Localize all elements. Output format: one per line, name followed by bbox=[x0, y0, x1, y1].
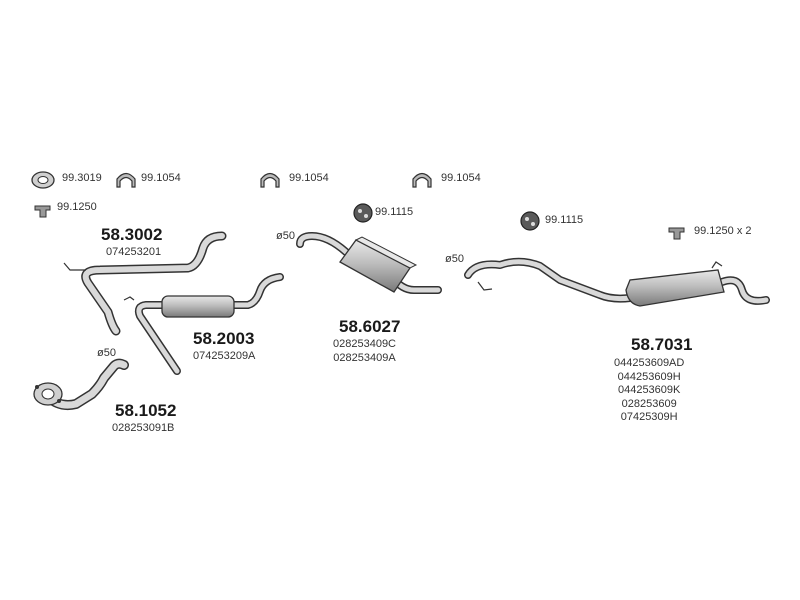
clamp-label: 99.1054 bbox=[141, 172, 181, 184]
hanger-label: 99.1250 bbox=[57, 201, 97, 213]
clamp-icon bbox=[412, 172, 432, 188]
rubber-mount-label: 99.1115 bbox=[375, 206, 414, 218]
oem-code: 074253209A bbox=[193, 350, 256, 362]
oem-code: 028253409A bbox=[333, 351, 396, 364]
diameter-label: ø50 bbox=[445, 253, 464, 265]
part-number: 58.7031 bbox=[631, 335, 693, 354]
diameter-label: ø50 bbox=[276, 230, 295, 242]
oem-code-list: 028253409C 028253409A bbox=[333, 338, 396, 365]
down-pipe-drawing bbox=[33, 358, 129, 411]
oem-code: 028253091B bbox=[112, 422, 175, 434]
part-number: 58.3002 bbox=[101, 225, 163, 244]
rear-silencer-drawing bbox=[464, 257, 770, 307]
middle-silencer-drawing bbox=[123, 273, 284, 375]
clamp-icon bbox=[260, 172, 280, 188]
oem-code: 044253609H bbox=[617, 370, 681, 383]
clamp-label: 99.1054 bbox=[441, 172, 481, 184]
oem-code: 028253409C bbox=[333, 338, 397, 350]
part-number: 58.2003 bbox=[193, 329, 255, 348]
rubber-mount-label: 99.1115 bbox=[545, 214, 584, 226]
oem-code: 044253609K bbox=[617, 384, 681, 396]
rubber-mount-icon bbox=[520, 211, 540, 231]
oem-code: 07425309H bbox=[620, 411, 678, 423]
part-number: 58.6027 bbox=[339, 317, 401, 336]
oem-code-list: 044253609AD 044253609H 044253609K 028253… bbox=[614, 357, 684, 425]
oem-code: 044253609AD bbox=[614, 357, 685, 369]
hanger-icon bbox=[668, 227, 685, 240]
hanger-label: 99.1250 x 2 bbox=[694, 225, 752, 237]
ring-gasket-label: 99.3019 bbox=[62, 172, 102, 184]
oem-code: 028253609 bbox=[621, 397, 677, 410]
oem-code: 074253201 bbox=[106, 246, 162, 258]
part-number: 58.1052 bbox=[115, 401, 177, 420]
clamp-label: 99.1054 bbox=[289, 172, 329, 184]
rubber-mount-icon bbox=[353, 203, 373, 223]
hanger-icon bbox=[34, 205, 51, 218]
diameter-label: ø50 bbox=[97, 347, 116, 359]
ring-gasket-icon bbox=[31, 171, 55, 189]
front-pipe-drawing bbox=[63, 231, 227, 336]
clamp-icon bbox=[116, 172, 136, 188]
centre-silencer-drawing bbox=[296, 232, 442, 294]
